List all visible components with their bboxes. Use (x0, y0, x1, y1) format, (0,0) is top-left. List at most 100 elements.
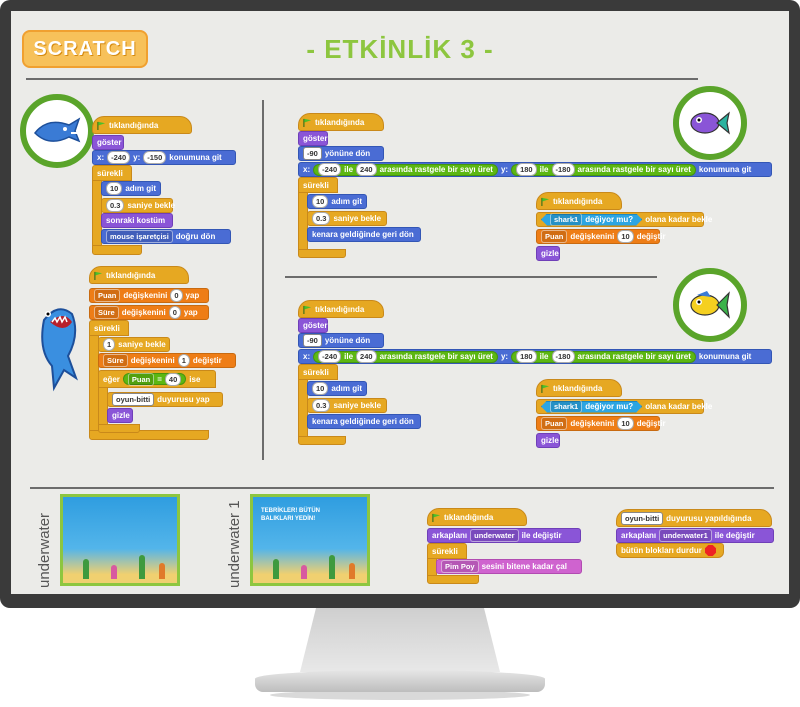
forever-block[interactable]: sürekli (298, 364, 338, 380)
goto-xy-block[interactable]: x: -240 y: -150 konumuna git (92, 150, 236, 165)
seaweed (329, 555, 335, 579)
show-block[interactable]: göster (298, 131, 328, 146)
set-variable-block[interactable]: Puan değişkenini 0 yap (89, 288, 209, 303)
y-input[interactable]: -150 (143, 151, 167, 164)
when-flag-clicked-block[interactable]: tıklandığında (536, 192, 622, 210)
bounce-block[interactable]: kenara geldiğinde geri dön (307, 227, 421, 242)
from-input[interactable]: 180 (516, 163, 537, 176)
point-direction-block[interactable]: -90 yönüne dön (298, 333, 384, 348)
when-i-receive-block[interactable]: oyun-bitti duyurusu yapıldığında (616, 509, 772, 527)
message-dropdown[interactable]: oyun-bitti (621, 511, 664, 525)
when-flag-clicked-block[interactable]: tıklandığında (427, 508, 527, 526)
sprite-dropdown[interactable]: shark1 (550, 400, 582, 413)
forever-block[interactable]: sürekli (427, 543, 467, 559)
switch-backdrop-block[interactable]: arkaplanı underwater1 ile değiştir (616, 528, 774, 543)
pick-random-block[interactable]: -240 ile 240 arasında rastgele bir sayı … (313, 163, 498, 176)
variable-dropdown[interactable]: Puan (541, 417, 568, 430)
wait-until-block[interactable]: shark1 değiyor mu? olana kadar bekle (536, 212, 712, 227)
show-block[interactable]: göster (298, 318, 328, 333)
backdrop-dropdown[interactable]: underwater1 (659, 529, 712, 542)
equals-operator-block[interactable]: Puan = 40 (122, 372, 187, 386)
point-towards-block[interactable]: mouse işaretçisi doğru dön (101, 229, 231, 244)
message-dropdown[interactable]: oyun-bitti (112, 393, 155, 406)
show-block[interactable]: göster (92, 135, 124, 150)
backdrop-underwater-thumbnail[interactable] (60, 494, 180, 586)
touching-block[interactable]: shark1 değiyor mu? (541, 401, 642, 413)
value-input[interactable]: 40 (164, 372, 182, 386)
target-dropdown[interactable]: mouse işaretçisi (106, 230, 173, 243)
pick-random-block[interactable]: 180 ile -180 arasında rastgele bir sayı … (511, 350, 696, 363)
wait-until-block[interactable]: shark1 değiyor mu? olana kadar bekle (536, 399, 712, 414)
from-input[interactable]: -240 (318, 350, 342, 363)
variable-dropdown[interactable]: Puan (541, 230, 568, 243)
when-flag-clicked-block[interactable]: tıklandığında (298, 113, 384, 131)
from-input[interactable]: 180 (516, 350, 537, 363)
seconds-input[interactable]: 0.3 (312, 212, 331, 225)
to-input[interactable]: 240 (356, 163, 377, 176)
direction-dropdown[interactable]: -90 (303, 334, 322, 347)
point-direction-block[interactable]: -90 yönüne dön (298, 146, 384, 161)
switch-backdrop-block[interactable]: arkaplanı underwater ile değiştir (427, 528, 581, 543)
change-variable-block[interactable]: Süre değişkenini 1 değiştir (98, 353, 236, 368)
hide-block[interactable]: gizle (536, 433, 560, 448)
forever-block[interactable]: sürekli (298, 177, 338, 193)
wait-block[interactable]: 1 saniye bekle (98, 337, 170, 352)
when-flag-clicked-block[interactable]: tıklandığında (536, 379, 622, 397)
touching-block[interactable]: shark1 değiyor mu? (541, 214, 642, 226)
value-input[interactable]: 10 (617, 417, 634, 430)
stop-all-block[interactable]: bütün blokları durdur (616, 543, 724, 558)
sprite-dropdown[interactable]: shark1 (550, 213, 582, 226)
backdrop-underwater1-thumbnail[interactable]: TEBRİKLER! BÜTÜN BALIKLARI YEDİN! (250, 494, 370, 586)
bounce-block[interactable]: kenara geldiğinde geri dön (307, 414, 421, 429)
hide-block[interactable]: gizle (107, 408, 133, 423)
variable-reporter[interactable]: Puan (127, 372, 155, 386)
wait-block[interactable]: 0.3 saniye bekle (307, 398, 387, 413)
value-input[interactable]: 0 (170, 289, 183, 302)
goto-xy-block[interactable]: x: -240 ile 240 arasında rastgele bir sa… (298, 349, 772, 364)
next-costume-block[interactable]: sonraki kostüm (101, 213, 173, 228)
steps-input[interactable]: 10 (106, 182, 123, 195)
direction-dropdown[interactable]: -90 (303, 147, 322, 160)
wait-block[interactable]: 0.3 saniye bekle (307, 211, 387, 226)
to-input[interactable]: 240 (356, 350, 377, 363)
seconds-input[interactable]: 0.3 (106, 199, 125, 212)
when-flag-clicked-block[interactable]: tıklandığında (298, 300, 384, 318)
broadcast-block[interactable]: oyun-bitti duyurusu yap (107, 392, 223, 407)
fish-sprite-2-thumbnail[interactable] (673, 268, 747, 342)
seconds-input[interactable]: 0.3 (312, 399, 331, 412)
fish-sprite-1-thumbnail[interactable] (673, 86, 747, 160)
if-block[interactable]: eğer Puan = 40 ise (98, 370, 216, 388)
play-sound-until-done-block[interactable]: Pim Poy sesini bitene kadar çal (436, 559, 582, 574)
pick-random-block[interactable]: -240 ile 240 arasında rastgele bir sayı … (313, 350, 498, 363)
move-block[interactable]: 10 adım git (101, 181, 161, 196)
forever-block[interactable]: sürekli (92, 165, 132, 181)
wait-block[interactable]: 0.3 saniye bekle (101, 198, 175, 213)
to-input[interactable]: -180 (551, 350, 575, 363)
forever-block[interactable]: sürekli (89, 320, 129, 336)
variable-dropdown[interactable]: Süre (103, 354, 128, 367)
backdrop-dropdown[interactable]: underwater (470, 529, 519, 542)
pick-random-block[interactable]: 180 ile -180 arasında rastgele bir sayı … (511, 163, 696, 176)
value-input[interactable]: 0 (168, 306, 181, 319)
when-flag-clicked-block[interactable]: tıklandığında (92, 116, 192, 134)
steps-input[interactable]: 10 (312, 195, 329, 208)
move-block[interactable]: 10 adım git (307, 381, 367, 396)
variable-dropdown[interactable]: Süre (94, 306, 119, 319)
steps-input[interactable]: 10 (312, 382, 329, 395)
x-input[interactable]: -240 (107, 151, 131, 164)
value-input[interactable]: 1 (177, 354, 190, 367)
goto-xy-block[interactable]: x: -240 ile 240 arasında rastgele bir sa… (298, 162, 772, 177)
from-input[interactable]: -240 (318, 163, 342, 176)
set-variable-block[interactable]: Süre değişkenini 0 yap (89, 305, 209, 320)
to-input[interactable]: -180 (551, 163, 575, 176)
seconds-input[interactable]: 1 (103, 338, 116, 351)
hide-block[interactable]: gizle (536, 246, 560, 261)
move-block[interactable]: 10 adım git (307, 194, 367, 209)
change-variable-block[interactable]: Puan değişkenini 10 değiştir (536, 416, 666, 431)
sound-dropdown[interactable]: Pim Poy (441, 560, 479, 573)
value-input[interactable]: 10 (617, 230, 634, 243)
change-variable-block[interactable]: Puan değişkenini 10 değiştir (536, 229, 666, 244)
shark-sprite-thumbnail[interactable] (20, 94, 94, 168)
variable-dropdown[interactable]: Puan (94, 289, 121, 302)
when-flag-clicked-block[interactable]: tıklandığında (89, 266, 189, 284)
